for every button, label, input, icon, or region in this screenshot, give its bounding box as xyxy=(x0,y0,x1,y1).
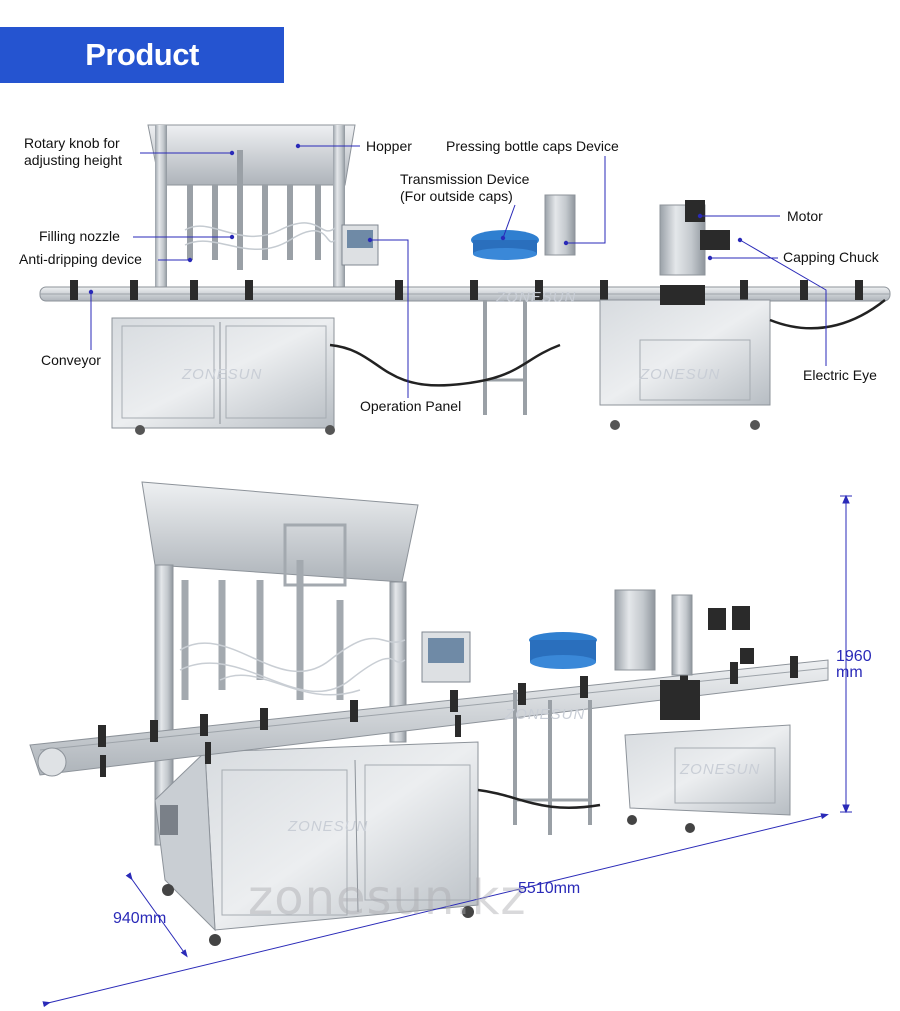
label-pressing-bottle-caps: Pressing bottle caps Device xyxy=(446,138,619,154)
dimension-width: 940mm xyxy=(113,910,167,927)
label-hopper: Hopper xyxy=(366,138,412,154)
label-anti-dripping: Anti-dripping device xyxy=(19,251,142,267)
dimension-height-value: 1960 xyxy=(836,648,872,665)
dimension-lines xyxy=(42,494,852,1008)
label-rotary-knob: Rotary knob for adjusting height xyxy=(24,135,123,168)
watermark-top-mid: ZONESUN xyxy=(496,289,577,306)
watermark-bottom-a: ZONESUN xyxy=(288,818,369,835)
watermark-bottom-c: ZONESUN xyxy=(680,761,761,778)
label-transmission-device: Transmission Device (For outside caps) xyxy=(400,171,530,204)
leader-lines-top xyxy=(88,143,827,398)
label-motor: Motor xyxy=(787,208,823,224)
dimension-length: 5510mm xyxy=(518,880,581,897)
label-filling-nozzle: Filling nozzle xyxy=(39,228,120,244)
dimension-height-unit: mm xyxy=(836,664,863,681)
watermark-bottom-b: ZONESUN xyxy=(505,706,586,723)
label-electric-eye: Electric Eye xyxy=(803,367,877,383)
watermark-top-right: ZONESUN xyxy=(640,366,721,383)
watermark-top-left: ZONESUN xyxy=(182,366,263,383)
label-capping-chuck: Capping Chuck xyxy=(783,249,879,265)
top-machine xyxy=(39,124,891,435)
label-conveyor: Conveyor xyxy=(41,352,101,368)
site-watermark: zonesun.kz xyxy=(248,870,527,926)
label-operation-panel: Operation Panel xyxy=(360,398,462,414)
product-info-banner: Product Information xyxy=(0,27,284,128)
